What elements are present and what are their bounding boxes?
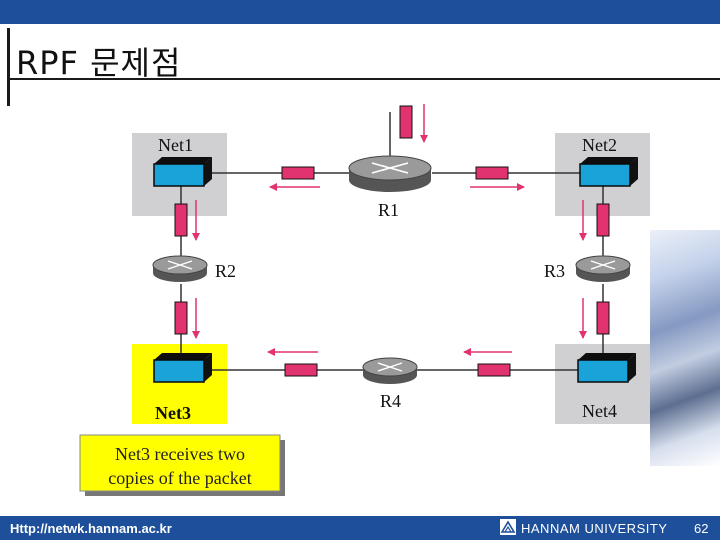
router-r4-icon: [362, 357, 418, 384]
packets: [174, 105, 610, 377]
title-vertical-rule: [7, 28, 10, 106]
packet-net2-r3: [596, 203, 610, 237]
direction-arrows: [192, 104, 587, 356]
packet-r4-net3: [284, 363, 318, 377]
callout-line-2: copies of the packet: [108, 468, 251, 488]
r3-label: R3: [544, 261, 565, 281]
links: [180, 112, 604, 371]
packet-net1-r2: [174, 203, 188, 237]
callout-box: [79, 434, 281, 492]
packet-r2-net3: [174, 301, 188, 335]
packet-incoming: [399, 105, 413, 139]
net3-label: Net3: [155, 403, 191, 423]
r4-label: R4: [380, 391, 401, 411]
net2-label: Net2: [582, 135, 617, 155]
footer-bar: [0, 516, 720, 540]
packet-r1-net2: [475, 166, 509, 180]
router-r3-icon: [575, 255, 631, 282]
r1-label: R1: [378, 200, 399, 220]
packet-net4-r4: [477, 363, 511, 377]
net1-label: Net1: [158, 135, 193, 155]
packet-r1-net1: [281, 166, 315, 180]
footer-url: Http://netwk.hannam.ac.kr: [10, 521, 172, 536]
net2-switch: [579, 157, 638, 187]
hannam-logo-icon: [500, 519, 516, 535]
router-r2-icon: [152, 255, 208, 282]
footer-university: HANNAM UNIVERSITY: [521, 521, 668, 536]
background-photo: [650, 230, 720, 466]
page-number: 62: [694, 521, 709, 536]
net4-label: Net4: [582, 401, 617, 421]
packet-r3-net4: [596, 301, 610, 335]
router-r1-icon: [348, 155, 432, 192]
r2-label: R2: [215, 261, 236, 281]
net1-switch: [153, 157, 212, 187]
title-horizontal-rule: [10, 78, 720, 80]
slide-title: RPF 문제점: [16, 44, 182, 82]
top-bar: [0, 0, 720, 24]
net4-switch: [577, 353, 636, 383]
net3-switch: [153, 353, 212, 383]
callout-line-1: Net3 receives two: [115, 444, 245, 464]
